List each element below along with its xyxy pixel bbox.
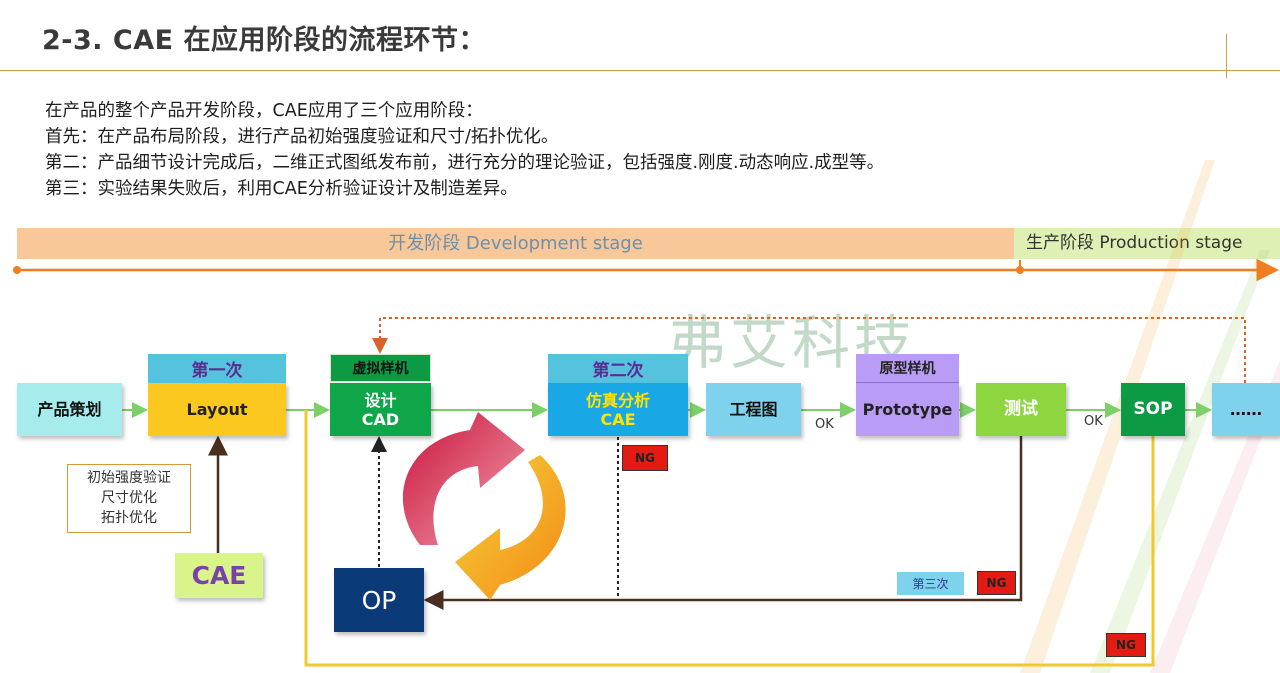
node-cae-line1: 仿真分析: [585, 390, 650, 410]
timeline-start-dot: [13, 266, 21, 274]
node-cae-tool: CAE: [175, 553, 263, 598]
ng-badge-test: NG: [977, 571, 1016, 595]
title-divider: [0, 70, 1280, 71]
note-line: 尺寸优化: [101, 490, 157, 506]
production-stage-bar: 生产阶段 Production stage: [1014, 228, 1280, 259]
title-accent-tick: [1226, 34, 1227, 78]
ok-label-drawing: OK: [815, 417, 834, 432]
intro-line: 首先：在产品布局阶段，进行产品初始强度验证和尺寸/拓扑优化。: [45, 127, 559, 147]
intro-text: 在产品的整个产品开发阶段，CAE应用了三个应用阶段： 首先：在产品布局阶段，进行…: [45, 98, 884, 202]
node-sop: SOP: [1121, 383, 1185, 436]
intro-line: 第三：实验结果失败后，利用CAE分析验证设计及制造差异。: [45, 179, 518, 199]
node-more: ……: [1212, 383, 1280, 436]
node-design-cad: 设计 CAD: [330, 383, 431, 436]
ok-label-test: OK: [1084, 414, 1103, 429]
node-engineering-drawing: 工程图: [706, 383, 801, 436]
note-line: 拓扑优化: [101, 510, 157, 526]
tag-first-pass: 第一次: [148, 354, 286, 383]
node-optimization-op: OP: [334, 568, 424, 632]
top-feedback-dotted-line: [372, 317, 1246, 383]
intro-line: 第二：产品细节设计完成后，二维正式图纸发布前，进行充分的理论验证，包括强度.刚度…: [45, 153, 885, 173]
cycle-arrows-icon: [402, 412, 566, 600]
ng-badge-cae: NG: [622, 445, 668, 471]
node-cad-line2: CAD: [361, 409, 400, 429]
tag-third-pass: 第三次: [897, 572, 964, 595]
note-line: 初始强度验证: [87, 470, 171, 486]
ng-badge-sop: NG: [1106, 633, 1146, 657]
tag-second-pass: 第二次: [548, 354, 688, 383]
test-ng-feedback-line: [423, 436, 1023, 610]
node-product-planning: 产品策划: [17, 383, 122, 436]
node-prototype: Prototype: [856, 383, 959, 436]
node-cad-line1: 设计: [364, 390, 397, 410]
page-title: 2-3. CAE 在应用阶段的流程环节：: [42, 25, 486, 56]
tag-physical-prototype: 原型样机: [856, 354, 959, 383]
sop-ng-loop-line: [304, 410, 1155, 667]
node-test: 测试: [976, 383, 1066, 436]
node-layout: Layout: [148, 383, 286, 436]
development-stage-bar: 开发阶段 Development stage: [17, 228, 1014, 259]
layout-cae-tasks-note: 初始强度验证 尺寸优化 拓扑优化: [67, 464, 191, 533]
node-cae-line2: CAE: [600, 409, 636, 429]
node-simulation-cae: 仿真分析 CAE: [548, 383, 688, 436]
tag-virtual-prototype: 虚拟样机: [330, 354, 431, 382]
intro-line: 在产品的整个产品开发阶段，CAE应用了三个应用阶段：: [45, 101, 483, 121]
